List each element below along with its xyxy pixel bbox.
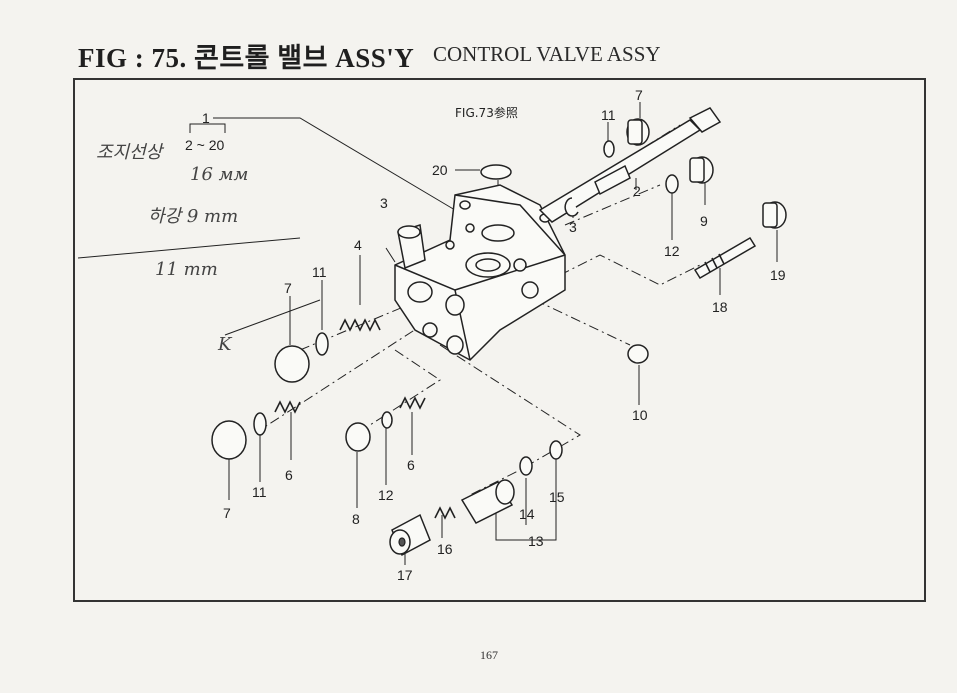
callout-8: 8 xyxy=(352,511,360,527)
part-spring-6-mid xyxy=(399,396,426,410)
callout-12-left: 12 xyxy=(378,487,394,503)
callout-11-left-bottom: 11 xyxy=(252,484,267,500)
part-spool-2 xyxy=(538,107,722,223)
callout-18: 18 xyxy=(712,299,728,315)
part-poppet-18 xyxy=(693,236,757,280)
handwritten-note-a: 조지선상 xyxy=(96,142,165,163)
handwritten-pointer xyxy=(224,299,321,336)
callout-7-left-bottom: 7 xyxy=(223,505,231,521)
part-spring-6-left xyxy=(274,400,301,414)
part-o-ring-14 xyxy=(519,456,533,476)
part-o-ring-12-right xyxy=(665,174,679,194)
callout-1: 1 xyxy=(202,110,210,126)
part-o-ring-15 xyxy=(549,440,563,460)
part-plug-7-left-top xyxy=(274,345,310,383)
callout-11-left-top: 11 xyxy=(312,264,327,280)
part-spring-16 xyxy=(434,506,456,520)
part-o-ring-11-left-top xyxy=(315,332,329,356)
valve-body xyxy=(394,184,566,361)
callout-7-top: 7 xyxy=(635,87,643,103)
handwritten-note-d: 11 mm xyxy=(155,259,218,280)
handwritten-notes: 조지선상 16 мм 하강 9 mm 11 mm K xyxy=(77,142,321,355)
handwritten-note-c: 하강 9 mm xyxy=(148,206,238,227)
callout-10: 10 xyxy=(632,407,648,423)
leader-lines xyxy=(189,102,778,565)
callout-3-right: 3 xyxy=(569,219,577,235)
part-plug-7-top xyxy=(626,118,650,146)
callout-16: 16 xyxy=(437,541,453,557)
callout-3-left: 3 xyxy=(380,195,388,211)
part-plug-9 xyxy=(689,156,714,184)
callout-9: 9 xyxy=(700,213,708,229)
diagram-frame xyxy=(73,78,926,602)
part-plug-19 xyxy=(762,201,787,229)
part-plug-10 xyxy=(627,344,649,364)
callout-13: 13 xyxy=(528,533,544,549)
part-plug-17 xyxy=(389,513,431,557)
callout-4: 4 xyxy=(354,237,362,253)
part-o-ring-11-top xyxy=(603,140,615,158)
callout-7-left-top: 7 xyxy=(284,280,292,296)
callout-11-top: 11 xyxy=(601,107,616,123)
reference-note: FIG.73参照 xyxy=(455,105,518,120)
part-snap-ring-3-right xyxy=(564,197,579,217)
part-o-ring-11-left-bottom xyxy=(253,412,267,436)
handwritten-note-b: 16 мм xyxy=(190,164,248,185)
callout-17: 17 xyxy=(397,567,413,583)
page-number: 167 xyxy=(480,648,498,662)
figure-subtitle: CONTROL VALVE ASSY xyxy=(433,42,661,66)
part-o-ring-20 xyxy=(480,164,512,180)
callout-labels: 1 2 ~ 20 2 3 3 4 6 6 7 7 7 8 9 10 11 11 … xyxy=(185,87,786,583)
callout-1-range: 2 ~ 20 xyxy=(185,137,225,153)
part-plug-7-left-bottom xyxy=(211,420,247,460)
callout-19: 19 xyxy=(770,267,786,283)
callout-12-right: 12 xyxy=(664,243,680,259)
part-spool-13 xyxy=(460,479,515,524)
part-plug-8 xyxy=(345,422,371,452)
part-o-ring-12-left xyxy=(381,411,393,429)
callout-15: 15 xyxy=(549,489,565,505)
callout-2: 2 xyxy=(633,183,641,199)
handwritten-note-e: K xyxy=(217,334,233,355)
callout-20: 20 xyxy=(432,162,448,178)
handwritten-underline xyxy=(77,237,301,259)
callout-14: 14 xyxy=(519,506,535,522)
figure-title: FIG : 75. 콘트롤 밸브 ASS'Y xyxy=(78,43,415,73)
part-spring-4 xyxy=(339,318,381,332)
callout-6-left: 6 xyxy=(285,467,293,483)
callout-6-mid: 6 xyxy=(407,457,415,473)
